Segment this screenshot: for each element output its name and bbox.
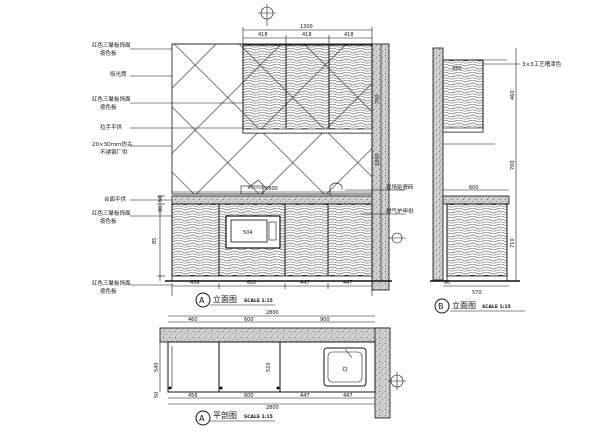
title-name: 立面图 [213,294,237,304]
dim-bottom-part: 447 [300,280,310,286]
title-name: 立面图 [452,300,476,310]
plan-back-wall [159,327,391,343]
side-dim: 60 [444,280,450,286]
dim-counter-total: 2800 [265,186,278,192]
note: 拉手平供 [100,123,123,131]
title-scale: SCALE 1:15 [244,298,273,304]
title-label: A [199,296,205,305]
right-notes: 现场贴瓷砖 燃气炉甲供 [345,183,414,215]
dim-top-total: 1300 [300,24,313,30]
side-upper-cabinet [442,59,484,133]
upper-cabinet [242,44,373,134]
plan-dim-bottom-part: 456 [188,393,198,399]
wall-section [371,43,390,291]
plan-dim-top-part: 600 [244,317,254,323]
side-dim: 350 [452,66,462,72]
note: 现场贴瓷砖 [386,183,414,191]
title-name: 平剖图 [213,410,237,420]
left-notes: 红色三聚板饰面 按色板 吸光筒 红色三聚板饰面 按色板 拉手平供 20×30mm… [92,41,243,295]
title-marker [195,292,211,308]
note: 燃气炉甲供 [386,207,414,215]
plan-dim-bottom-part: 447 [343,393,353,399]
dim-left-v: 85 [152,238,158,244]
note: 红色三聚板饰面 [92,95,131,103]
side-countertop [442,195,510,205]
side-base-cabinet [446,203,508,277]
title-scale: SCALE 1:15 [244,414,273,420]
plan-a: 2800 460 600 900 456 600 447 447 2800 54… [154,310,406,426]
note: 按色板 [100,49,117,57]
note: 红色三聚板饰面 [92,209,131,217]
side-note: 3×3工艺槽漆色 [522,60,562,68]
note: 红色三聚板饰面 [92,279,131,287]
plan-dim-left: 50 [154,392,160,398]
plan-dim-top-part: 900 [320,317,330,323]
title-marker [434,298,450,314]
note: 20×30mm仿古 [92,140,133,148]
side-dim: 710 [510,238,516,248]
side-dim: 700 [510,160,516,170]
note: 按色板 [100,287,117,295]
countertop [171,195,373,205]
note: 按色板 [100,217,117,225]
plan-dim-bottom-part: 447 [300,393,310,399]
note: 不锈钢厂供 [100,148,128,156]
plan-dim-top-total: 2800 [266,310,279,316]
side-dim: 570 [472,290,482,296]
plan-side-wall [374,327,391,419]
dim-left-v: 50 [158,196,164,202]
title-scale: SCALE 1:15 [482,304,511,310]
note: 吸光筒 [110,70,127,78]
title-marker [195,410,211,426]
dim-left-v: 80 [158,206,164,212]
note: 红色三聚板饰面 [92,41,131,49]
side-dim: 460 [510,90,516,100]
elevation-a: 504 1300 418 418 418 2800 456 600 447 44… [92,4,414,308]
dim-bottom-part: 447 [343,280,353,286]
note: 台面平供 [104,195,127,203]
dim-bottom-part: 456 [190,280,200,286]
elevation-b: 600 60 570 460 700 710 350 3×3工艺槽漆色 B 立面… [430,47,562,314]
plan-dim-bottom-part: 600 [244,393,254,399]
side-dim: 600 [469,185,479,191]
dim-right-v: 1800 [375,153,381,166]
plan-dim-bottom-total: 2800 [266,405,279,411]
note: 按色板 [100,103,117,111]
faucet-icon [329,182,343,196]
dim-bottom-part: 600 [247,280,257,286]
plan-dim-left: 540 [154,362,160,372]
dim-top-part: 418 [258,32,268,38]
range-hood [247,179,267,189]
dim-top-part: 418 [302,32,312,38]
side-wall [432,47,444,281]
plan-dim-inner: 520 [266,362,272,372]
dim-top-part: 418 [344,32,354,38]
title-label: A [199,414,205,423]
dim-right-v: 700 [375,94,381,104]
plan-dim-top-part: 460 [188,317,198,323]
title-label: B [438,302,444,311]
oven-label: 504 [243,230,253,236]
